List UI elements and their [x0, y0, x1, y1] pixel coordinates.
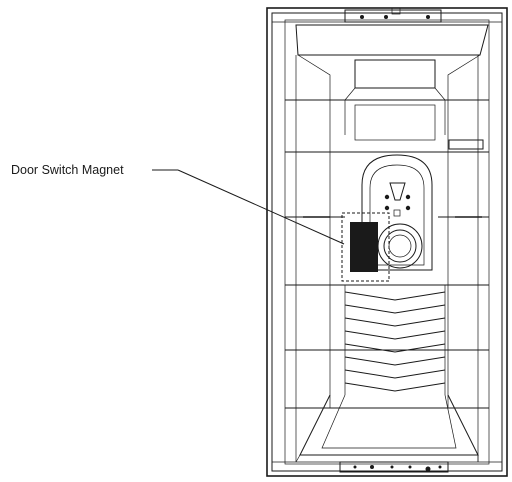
bottom-hinge-strip	[272, 461, 502, 473]
bottom-basin	[295, 394, 479, 463]
door-inner-frame	[271, 12, 503, 472]
door-switch-magnet-label: Door Switch Magnet	[11, 163, 124, 177]
side-rails	[295, 55, 479, 462]
door-outer-frame	[266, 7, 508, 477]
label-plate	[448, 139, 484, 150]
switch-housing	[361, 154, 433, 271]
shelf-ribs	[285, 99, 489, 409]
callout-leader	[152, 169, 345, 245]
door-switch-magnet	[350, 222, 378, 272]
lower-chevrons	[344, 285, 446, 395]
magnet-highlight-box	[341, 212, 390, 282]
top-liner	[295, 24, 489, 141]
top-hinge-strip	[272, 7, 502, 23]
door-liner-edge	[284, 19, 490, 465]
